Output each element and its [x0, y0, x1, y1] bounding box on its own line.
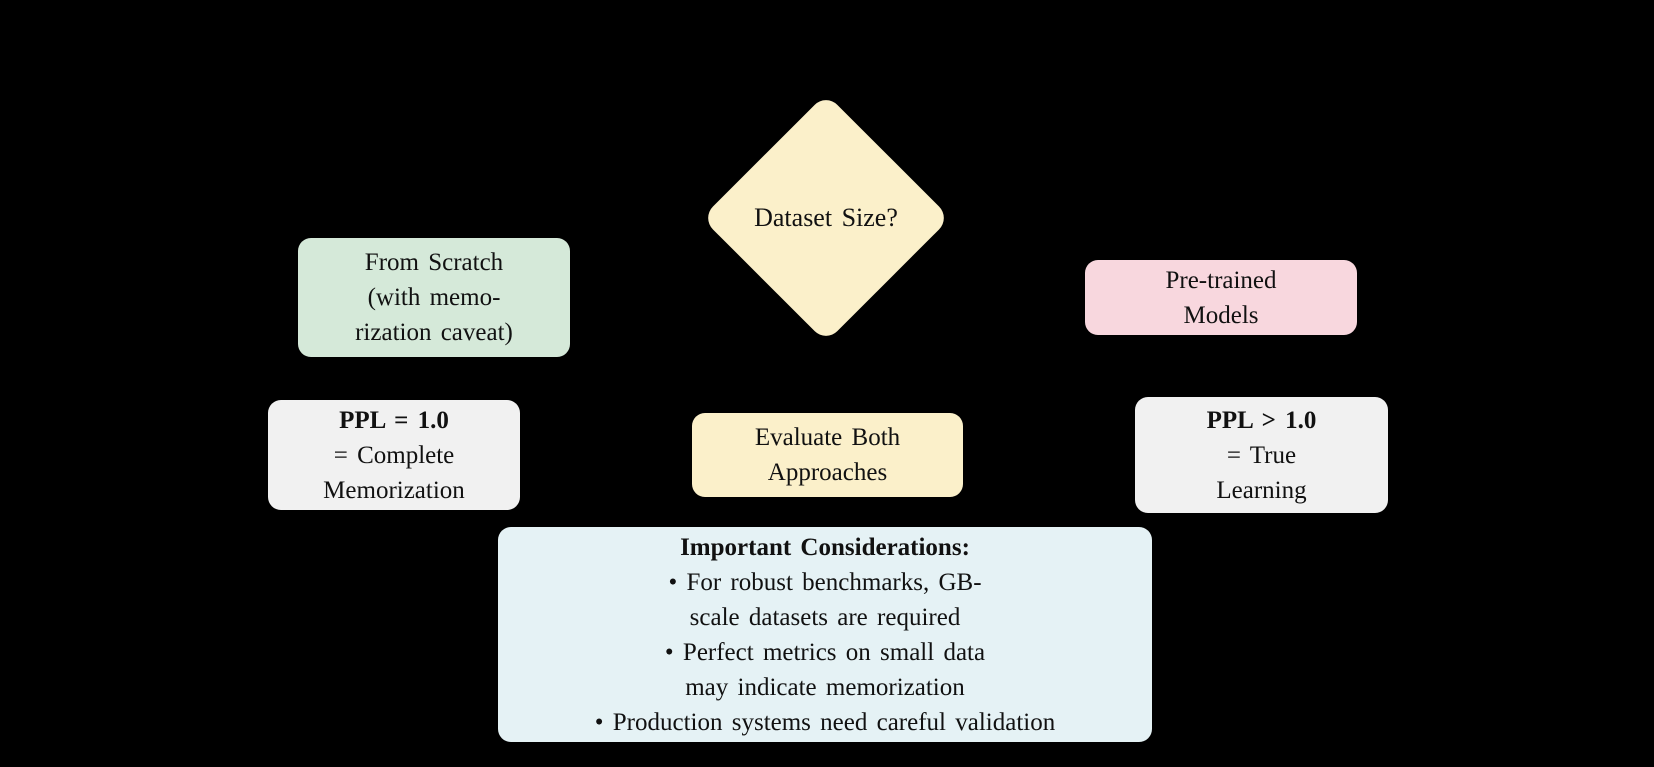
node-evaluate-both: Evaluate Both Approaches: [692, 413, 963, 497]
considerations-bullet-line: may indicate memorization: [685, 673, 965, 701]
considerations-bullet-line: • Perfect metrics on small data: [664, 638, 986, 666]
node-from-scratch-line: From Scratch: [364, 249, 504, 276]
node-from-scratch-line: (with memo-: [367, 284, 501, 311]
considerations-bullet-line: • For robust benchmarks, GB-: [668, 568, 982, 596]
node-from-scratch: From Scratch (with memo- rization caveat…: [298, 238, 570, 357]
node-important-considerations: Important Considerations: • For robust b…: [498, 527, 1152, 742]
node-ppl-true-learning-line: = True: [1226, 441, 1297, 469]
considerations-title: Important Considerations:: [680, 533, 970, 561]
node-ppl-true-learning-line: Learning: [1216, 476, 1307, 504]
node-ppl-memorization-title: PPL = 1.0: [339, 406, 449, 434]
decision-diamond-label: Dataset Size?: [754, 203, 898, 232]
node-ppl-memorization-line: Memorization: [323, 476, 465, 504]
node-ppl-memorization-line: = Complete: [333, 441, 455, 469]
node-ppl-true-learning: PPL > 1.0 = True Learning: [1135, 397, 1388, 513]
node-evaluate-both-line: Evaluate Both: [754, 424, 901, 451]
node-from-scratch-line: rization caveat): [355, 319, 513, 346]
node-pretrained-models: Pre-trained Models: [1085, 260, 1357, 335]
node-evaluate-both-line: Approaches: [767, 459, 888, 486]
considerations-bullet-line: scale datasets are required: [689, 603, 961, 631]
node-ppl-true-learning-title: PPL > 1.0: [1206, 406, 1317, 434]
node-ppl-memorization: PPL = 1.0 = Complete Memorization: [268, 400, 520, 510]
node-pretrained-line: Models: [1183, 301, 1259, 329]
node-pretrained-line: Pre-trained: [1165, 266, 1277, 294]
considerations-bullet-line: • Production systems need careful valida…: [594, 708, 1056, 736]
